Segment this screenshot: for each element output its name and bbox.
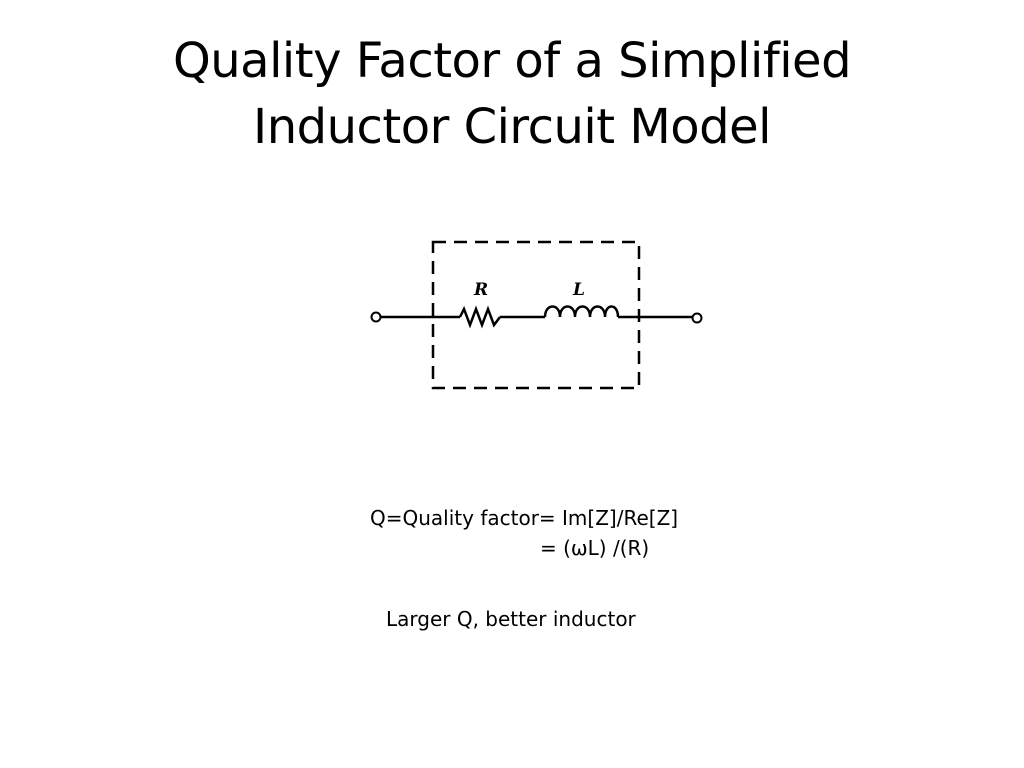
conclusion-text: Larger Q, better inductor — [386, 607, 636, 631]
resistor-symbol — [458, 305, 501, 329]
inductor-label: L — [572, 280, 585, 300]
left-terminal — [370, 311, 382, 323]
right-terminal — [691, 312, 703, 324]
slide-title: Quality Factor of a Simplified Inductor … — [0, 28, 1024, 160]
resistor-label: R — [473, 280, 488, 300]
slide-title-line-2: Inductor Circuit Model — [253, 99, 771, 155]
q-expression: = (ωL) /(R) — [540, 536, 650, 560]
q-definition: Q=Quality factor= Im[Z]/Re[Z] — [370, 506, 679, 530]
inductor-circuit-diagram: R L — [370, 240, 703, 390]
slide-title-line-1: Quality Factor of a Simplified — [172, 33, 852, 89]
dashed-model-boundary — [431, 240, 641, 390]
inductor-symbol — [543, 305, 620, 318]
